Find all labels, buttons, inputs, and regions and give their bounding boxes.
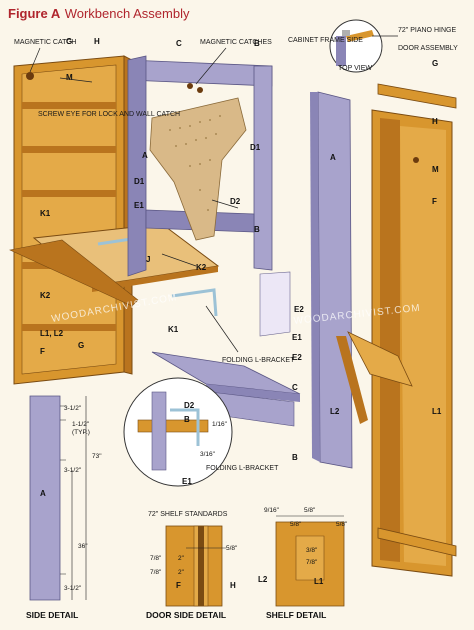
dim-shelf-9-16: 9/16" — [264, 507, 280, 514]
part-d2: D2 — [230, 197, 241, 206]
dim-shelf-7-8: 7/8" — [306, 559, 318, 566]
part-k1-table: K1 — [168, 325, 179, 334]
dim-shelf-5-8-a: 5/8" — [290, 521, 302, 528]
part-m-left: M — [66, 73, 73, 82]
door-side-detail-drawing — [165, 525, 226, 607]
part-e1-frame: E1 — [134, 201, 144, 210]
dim-1-16: 1/16" — [212, 421, 228, 428]
part-g-left: G — [66, 37, 72, 46]
part-h-right: H — [432, 117, 438, 126]
part-l1-right: L1 — [432, 407, 442, 416]
center-cabinet-frame — [127, 55, 301, 427]
hinge-top-view-inset — [329, 19, 383, 73]
dim-side-3-5-mid: 3-1/2" — [64, 467, 82, 474]
part-f-right: F — [432, 197, 437, 206]
figure-title-text: Workbench Assembly — [64, 6, 190, 21]
part-l1-detail: L1 — [314, 577, 324, 586]
left-cabinet — [13, 55, 133, 385]
part-g-lower: G — [78, 341, 84, 350]
part-k1-left: K1 — [40, 209, 51, 218]
figure-title: Figure A Workbench Assembly — [8, 5, 189, 23]
part-b-top: B — [254, 39, 260, 48]
dim-3-16: 3/16" — [200, 451, 216, 458]
caption-shelf-detail: SHELF DETAIL — [266, 610, 326, 620]
label-cabinet-frame-side: CABINET FRAME SIDE — [288, 37, 363, 44]
caption-door-side-detail: DOOR SIDE DETAIL — [146, 610, 226, 620]
part-j: J — [146, 255, 150, 264]
part-c-top: C — [176, 39, 182, 48]
part-a-side: A — [330, 153, 336, 162]
part-l1l2: L1, L2 — [40, 329, 64, 338]
dim-door-2-bot: 2" — [178, 569, 185, 576]
label-top-view: TOP VIEW — [338, 65, 372, 72]
part-h-detail: H — [230, 581, 236, 590]
leader-lines — [29, 35, 398, 353]
dim-side-typ: (TYP.) — [72, 429, 90, 436]
part-d2-detail: D2 — [184, 401, 195, 410]
part-d1-right: D1 — [250, 143, 261, 152]
part-e2-upper: E2 — [294, 305, 304, 314]
part-m-right: M — [432, 165, 439, 174]
part-b-mid: B — [254, 225, 260, 234]
label-door-assembly: DOOR ASSEMBLY — [398, 45, 458, 52]
dim-door-5-8: 5/8" — [226, 545, 238, 552]
label-folding-bracket-1: FOLDING L-BRACKET — [222, 357, 295, 364]
part-k2-left: K2 — [40, 291, 51, 300]
fold-down-worktable — [9, 223, 220, 317]
dim-door-2-top: 2" — [178, 555, 185, 562]
dim-side-73: 73" — [92, 453, 102, 460]
dim-shelf-3-8: 3/8" — [306, 547, 318, 554]
part-l2-side: L2 — [330, 407, 340, 416]
part-e1-lower: E1 — [292, 333, 302, 342]
part-k2-table: K2 — [196, 263, 207, 272]
part-g-right: G — [432, 59, 438, 68]
part-h-left: H — [94, 37, 100, 46]
part-b-detail: B — [184, 415, 190, 424]
label-piano-hinge: 72" PIANO HINGE — [398, 27, 456, 34]
label-shelf-standards: 72" SHELF STANDARDS — [148, 511, 228, 518]
dim-door-7-8-bot: 7/8" — [150, 569, 162, 576]
label-folding-bracket-2: FOLDING L-BRACKET — [206, 465, 279, 472]
side-detail-drawing — [29, 395, 87, 601]
dim-door-7-8-top: 7/8" — [150, 555, 162, 562]
dim-side-3-5-top: 3-1/2" — [64, 405, 82, 412]
part-e2-lower: E2 — [292, 353, 302, 362]
door-assembly — [336, 83, 457, 577]
figure-number: Figure A — [8, 6, 61, 21]
figure-header: Figure A Workbench Assembly — [0, 0, 474, 26]
part-d1-frame: D1 — [134, 177, 145, 186]
side-panel-a — [310, 91, 353, 469]
dim-side-3-5-bot: 3-1/2" — [64, 585, 82, 592]
part-e1-detail: E1 — [182, 477, 192, 486]
label-magnetic-catches: MAGNETIC CATCHES — [200, 39, 272, 46]
dim-shelf-5-8-top: 5/8" — [304, 507, 316, 514]
dim-side-1-5: 1-1/2" — [72, 421, 90, 428]
shelf-detail-drawing — [275, 515, 345, 607]
label-magnetic-catch-1: MAGNETIC CATCH — [14, 39, 76, 46]
part-b-lower: B — [292, 453, 298, 462]
dim-side-36: 36" — [78, 543, 88, 550]
caption-side-detail: SIDE DETAIL — [26, 610, 78, 620]
part-a-detail: A — [40, 489, 46, 498]
part-c-lower: C — [292, 383, 298, 392]
part-a-frame: A — [142, 151, 148, 160]
part-f-detail: F — [176, 581, 181, 590]
label-screw-eye: SCREW EYE FOR LOCK AND WALL CATCH — [38, 111, 180, 118]
dim-shelf-5-8-b: 5/8" — [336, 521, 348, 528]
bracket-joint-detail — [123, 377, 233, 487]
part-f-left: F — [40, 347, 45, 356]
part-l2-detail: L2 — [258, 575, 268, 584]
